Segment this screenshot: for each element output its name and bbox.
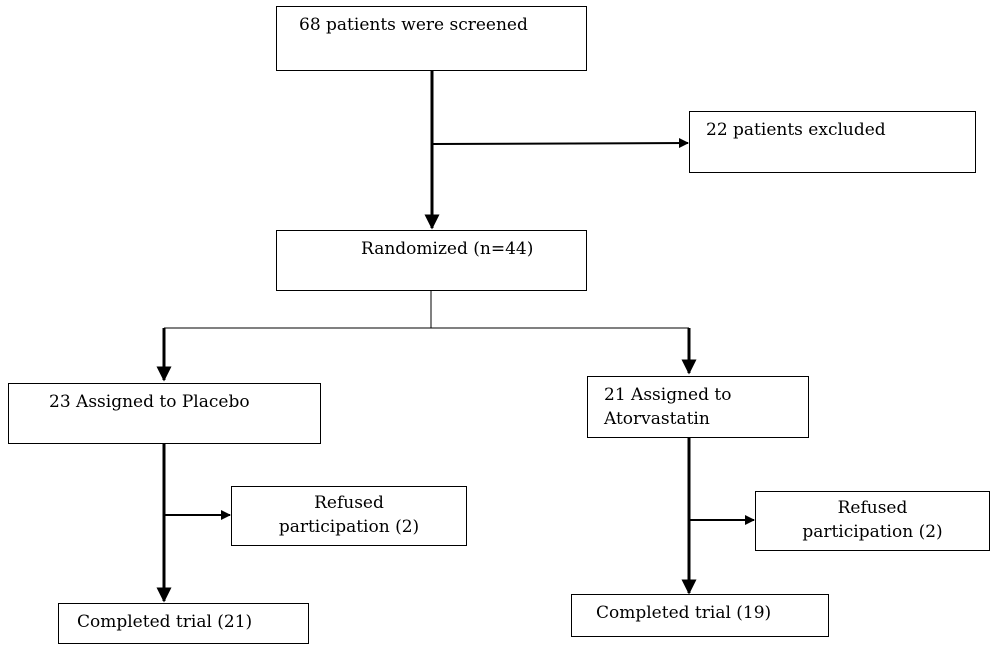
box-placebo-completed: Completed trial (21) — [58, 603, 309, 644]
atorvastatin-refused-line1: Refused — [837, 498, 908, 518]
box-placebo-arm: 23 Assigned to Placebo — [8, 383, 321, 444]
randomized-label: Randomized (n=44) — [361, 239, 534, 259]
box-excluded: 22 patients excluded — [689, 111, 976, 173]
connector-excluded — [431, 138, 689, 149]
excluded-label: 22 patients excluded — [706, 120, 886, 140]
placebo-refused-line1: Refused — [314, 493, 384, 513]
placebo-refused-line2: participation (2) — [278, 517, 420, 537]
box-atorvastatin-completed: Completed trial (19) — [571, 594, 829, 637]
placebo-completed-label: Completed trial (21) — [77, 612, 253, 632]
placebo-arm-label: 23 Assigned to Placebo — [49, 392, 250, 412]
screened-label: 68 patients were screened — [299, 15, 528, 35]
box-randomized: Randomized (n=44) — [276, 230, 587, 291]
box-atorvastatin-arm: 21 Assigned to Atorvastatin — [587, 376, 809, 438]
atorvastatin-arm-label-line2: Atorvastatin — [604, 409, 710, 429]
box-screened: 68 patients were screened — [276, 6, 587, 71]
atorvastatin-completed-label: Completed trial (19) — [596, 603, 772, 623]
atorvastatin-arm-label-line1: 21 Assigned to — [604, 385, 732, 405]
box-placebo-refused: Refused participation (2) — [231, 486, 467, 546]
box-atorvastatin-refused: Refused participation (2) — [755, 491, 990, 551]
atorvastatin-refused-line2: participation (2) — [802, 522, 943, 542]
